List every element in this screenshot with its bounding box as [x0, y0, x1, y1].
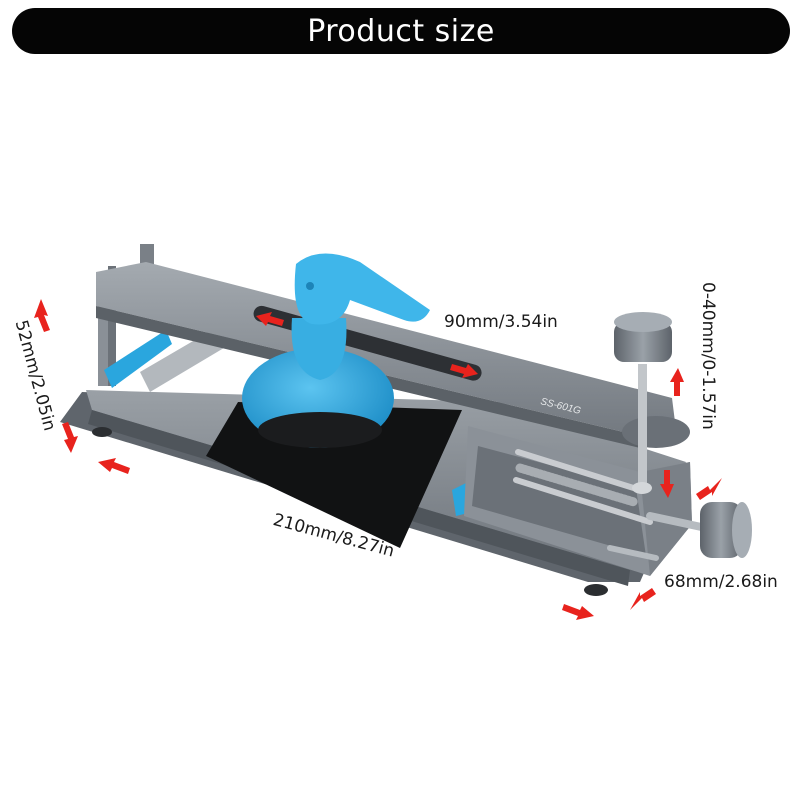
- arrow-travel-up: [670, 368, 684, 396]
- label-clamp-travel: 0-40mm/0-1.57in: [698, 282, 718, 430]
- arrow-length-left: [98, 458, 130, 474]
- label-slot-length: 90mm/3.54in: [444, 312, 558, 332]
- arrow-travel-down: [660, 470, 674, 498]
- arrow-slot-right: [450, 364, 478, 378]
- arrow-height-top: [34, 299, 50, 332]
- arrow-width-top: [696, 478, 722, 500]
- arrow-slot-left: [256, 312, 284, 326]
- clamp-rods: [513, 449, 710, 561]
- left-blue-block: [104, 330, 172, 388]
- dimension-arrows: [34, 299, 722, 620]
- horizontal-knob: [700, 502, 752, 558]
- label-base-width: 68mm/2.68in: [664, 572, 778, 592]
- arrow-height-bottom: [62, 422, 78, 453]
- banner-title: Product size: [307, 13, 495, 49]
- suction-cup: [242, 253, 430, 448]
- arrow-width-bottom: [630, 588, 656, 610]
- title-banner: Product size: [12, 8, 790, 54]
- arrow-length-right: [562, 604, 594, 620]
- vertical-knob: [614, 312, 672, 494]
